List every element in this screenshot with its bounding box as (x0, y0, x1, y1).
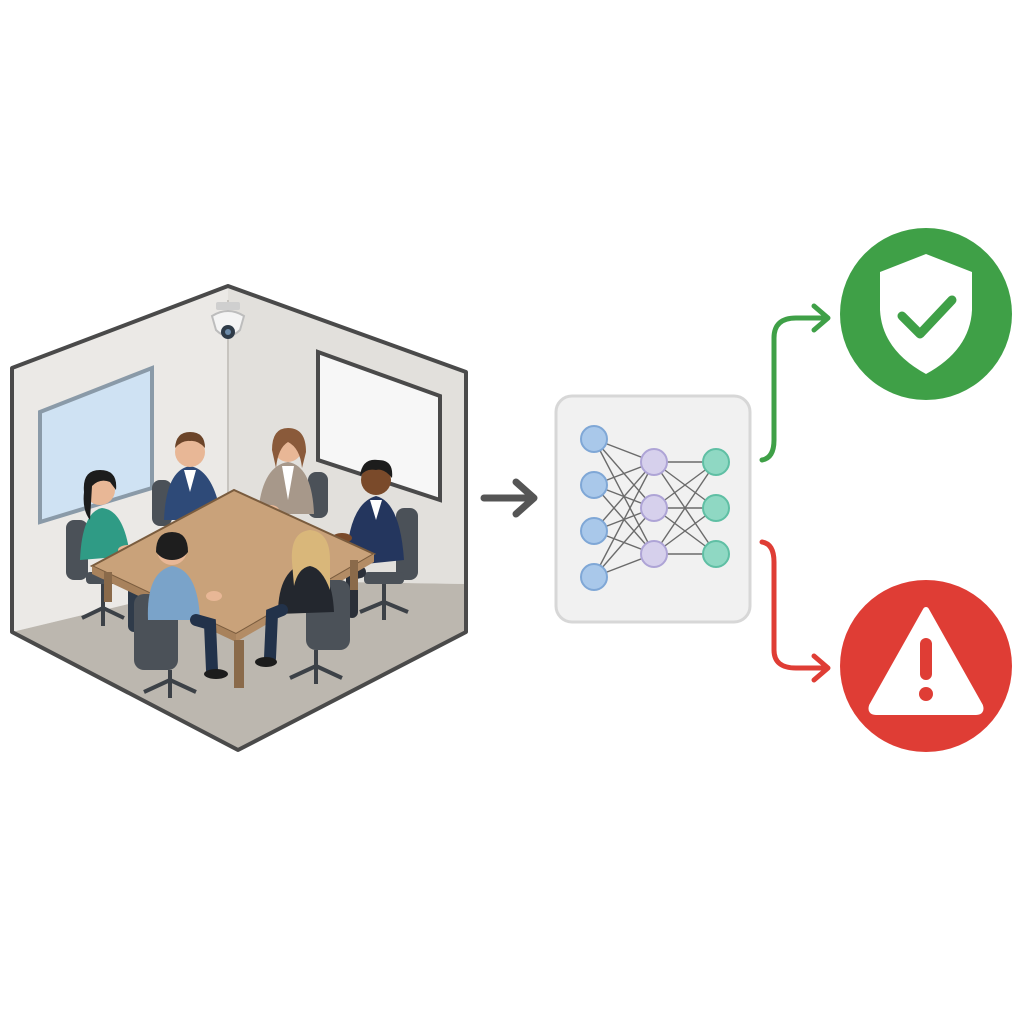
neural-network-nodes (580, 425, 730, 591)
nn-edge (593, 461, 655, 532)
surveillance-camera-icon (210, 302, 246, 339)
nn-input-node (580, 517, 608, 545)
nn-input-node (580, 471, 608, 499)
nn-edge (653, 461, 717, 555)
nn-output-node (702, 540, 730, 568)
nn-input-node (580, 425, 608, 453)
meeting-room (10, 284, 468, 752)
nn-hidden-node (640, 494, 668, 522)
neural-network-icon (554, 394, 752, 624)
nn-edge (593, 507, 655, 578)
nn-output-node (702, 494, 730, 522)
shield-check-icon (840, 228, 1012, 400)
room-outline (10, 284, 468, 752)
room-whiteboard (316, 349, 442, 503)
nn-output-node (702, 448, 730, 476)
alert-connector-arrow (759, 539, 831, 683)
chair (359, 508, 418, 620)
nn-edge (593, 461, 655, 578)
safe-connector-arrow (759, 303, 831, 463)
person (258, 428, 314, 515)
person (255, 530, 334, 667)
flow-arrow (480, 478, 538, 518)
person (147, 532, 228, 679)
nn-hidden-node (640, 540, 668, 568)
nn-hidden-node (640, 448, 668, 476)
nn-input-node (580, 563, 608, 591)
warning-triangle-icon (840, 580, 1012, 752)
